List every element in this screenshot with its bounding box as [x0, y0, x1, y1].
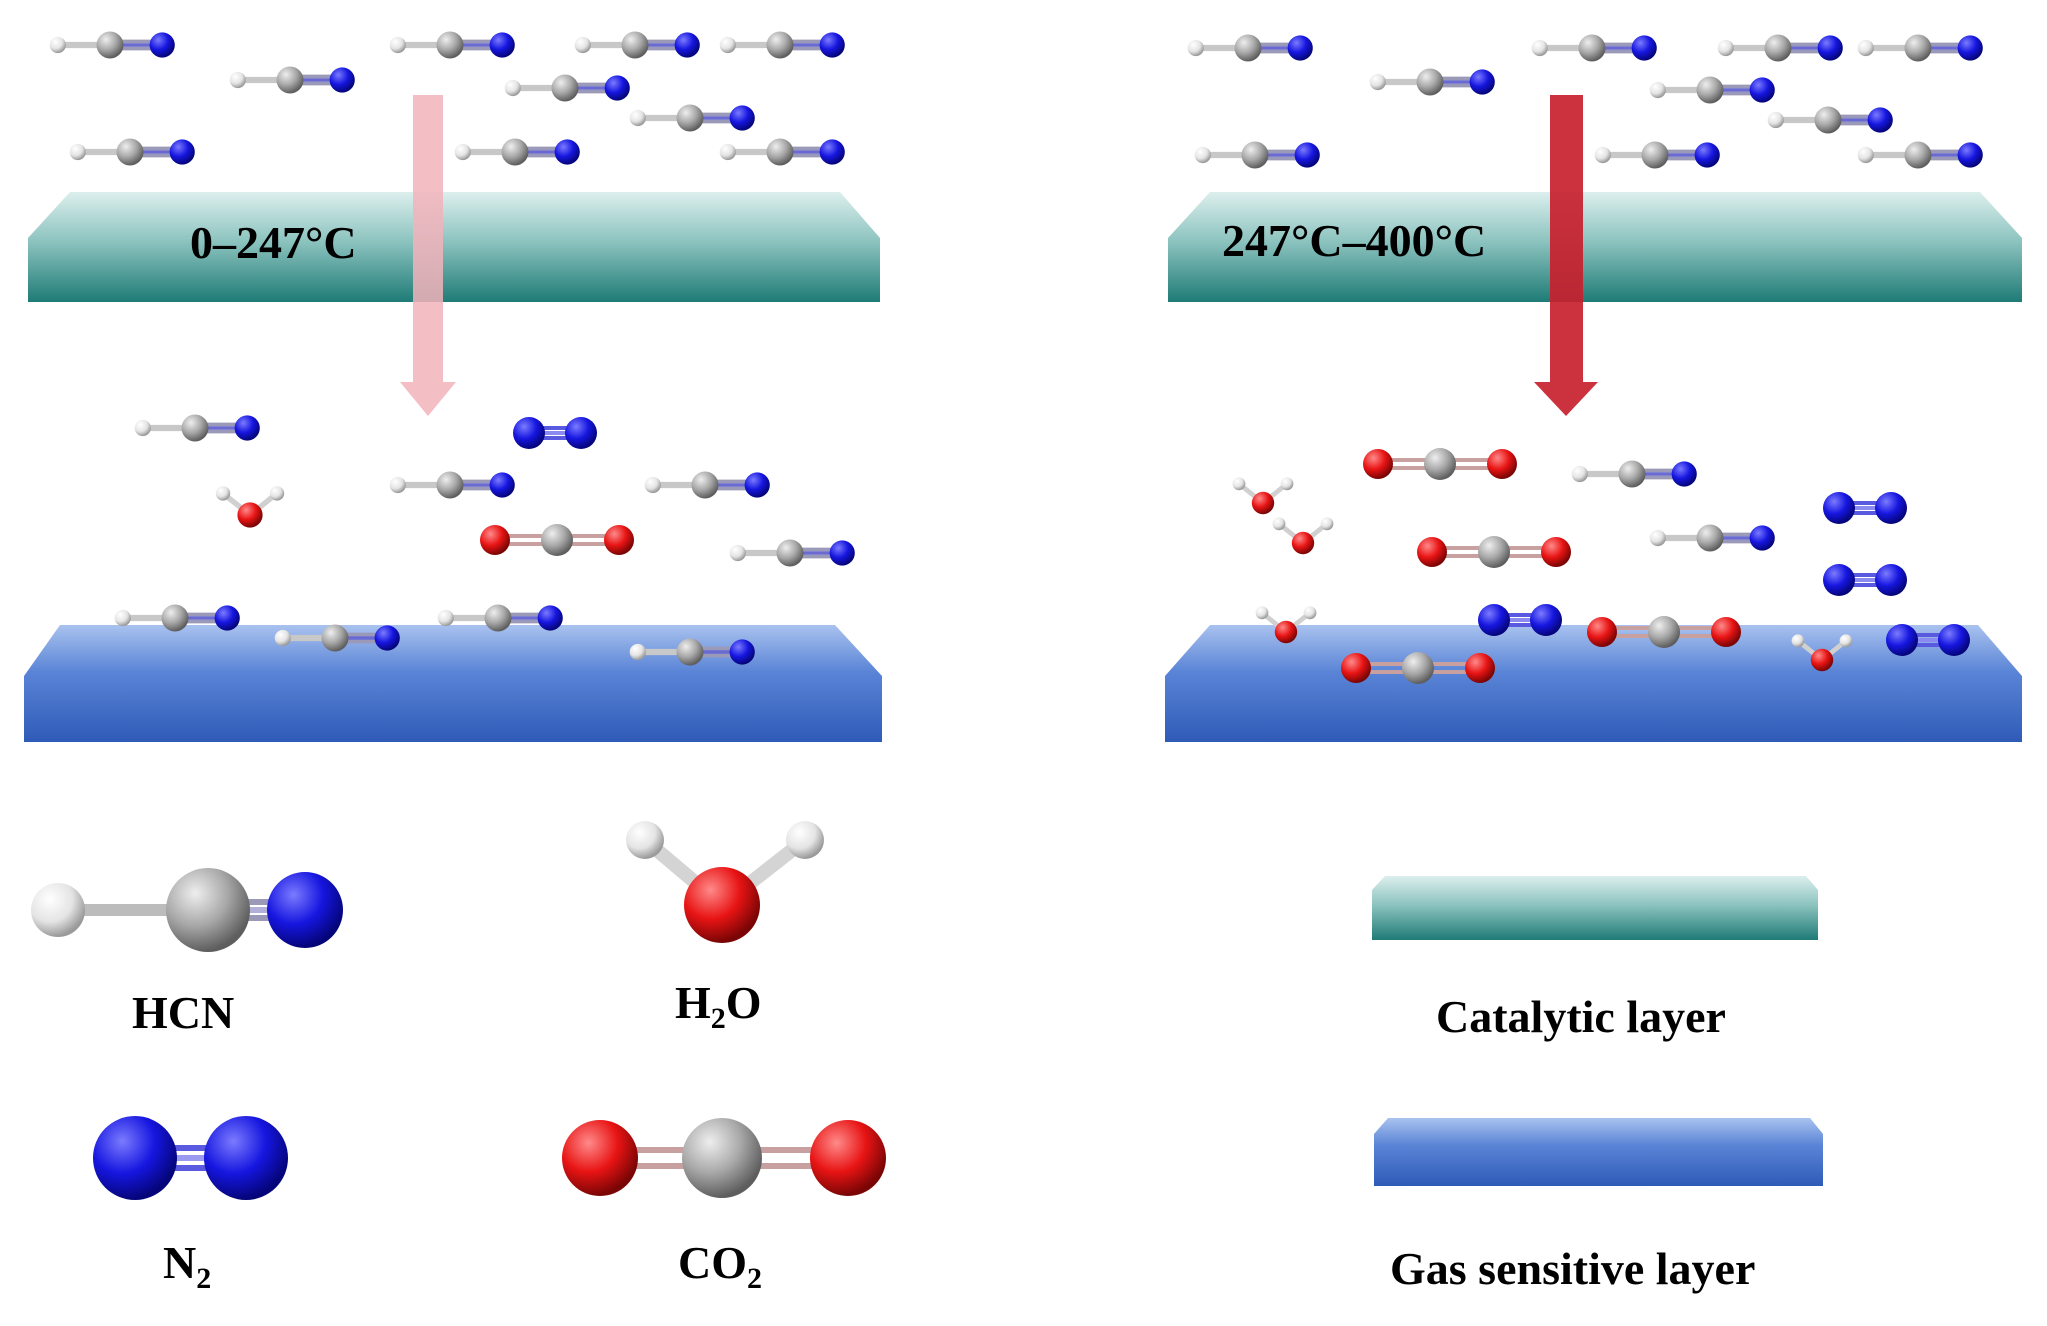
h2o-molecule: [215, 486, 285, 528]
temperature-label-right: 247°C–400°C: [1222, 215, 1486, 266]
arrow-high-temp: [1534, 95, 1598, 416]
n2-molecule: [513, 417, 597, 449]
hcn-molecule: [134, 414, 260, 442]
h2o-molecule: [1791, 634, 1853, 672]
hcn-molecule: [629, 638, 755, 666]
hcn-molecule: [1594, 141, 1720, 169]
legend-label-gas-sensitive-layer: Gas sensitive layer: [1390, 1243, 1755, 1294]
legend-co2-molecule: [562, 1118, 886, 1198]
legend-label-catalytic-layer: Catalytic layer: [1436, 991, 1726, 1042]
hcn-molecule: [1187, 34, 1313, 62]
co2-molecule: [480, 524, 634, 556]
layers: [24, 192, 2022, 742]
h2o-molecule: [1272, 517, 1334, 555]
hcn-molecule: [389, 31, 515, 59]
hcn-molecule: [574, 31, 700, 59]
hcn-molecule: [629, 104, 755, 132]
hcn-molecule: [1194, 141, 1320, 169]
hcn-molecule: [389, 471, 515, 499]
hcn-molecule: [1369, 68, 1495, 96]
legend-hcn-molecule: [31, 868, 343, 952]
hcn-molecule: [1571, 460, 1697, 488]
hcn-molecule: [114, 604, 240, 632]
hcn-molecule: [504, 74, 630, 102]
hcn-molecule: [1857, 141, 1983, 169]
legend-label-hcn: HCN: [132, 987, 234, 1038]
hcn-molecule: [1717, 34, 1843, 62]
arrow-low-temp: [400, 95, 456, 416]
co2-molecule: [1363, 448, 1517, 480]
co2-molecule: [1341, 652, 1495, 684]
hcn-molecule: [719, 138, 845, 166]
legend-molecules: [31, 821, 886, 1200]
hcn-molecule: [1857, 34, 1983, 62]
hcn-molecule: [1649, 76, 1775, 104]
gas-sensitive-layer-left: [24, 625, 882, 742]
n2-molecule: [1823, 492, 1907, 524]
n2-molecule: [1478, 604, 1562, 636]
hcn-molecule: [644, 471, 770, 499]
hcn-molecule: [437, 604, 563, 632]
h2o-molecule: [1255, 606, 1317, 644]
hcn-molecule: [454, 138, 580, 166]
n2-molecule: [1886, 624, 1970, 656]
legend-label-h2o: H2O: [675, 977, 762, 1035]
legend-n2-molecule: [93, 1116, 288, 1200]
co2-molecule: [1417, 536, 1571, 568]
hcn-molecule: [729, 539, 855, 567]
gas-sensitive-layer-right: [1165, 625, 2022, 742]
catalytic-layer-right: [1168, 192, 2022, 302]
co2-molecule: [1587, 616, 1741, 648]
legend-catalytic-layer-swatch: [1372, 876, 1818, 940]
hcn-molecule: [69, 138, 195, 166]
hcn-molecule: [1531, 34, 1657, 62]
hcn-molecule: [229, 66, 355, 94]
arrows: [400, 95, 1598, 416]
legend-gas-sensitive-layer-swatch: [1374, 1118, 1823, 1186]
hcn-molecule: [274, 624, 400, 652]
catalytic-layer-left: [28, 192, 880, 302]
molecules: [49, 31, 1983, 684]
legend-label-co2: CO2: [678, 1237, 762, 1295]
h2o-molecule: [1232, 477, 1294, 515]
hcn-molecule: [49, 31, 175, 59]
temperature-label-left: 0–247°C: [190, 217, 357, 268]
n2-molecule: [1823, 564, 1907, 596]
hcn-molecule: [719, 31, 845, 59]
legend-label-n2: N2: [163, 1237, 211, 1295]
legend-h2o-molecule: [626, 821, 824, 943]
hcn-molecule: [1767, 106, 1893, 134]
hcn-molecule: [1649, 524, 1775, 552]
